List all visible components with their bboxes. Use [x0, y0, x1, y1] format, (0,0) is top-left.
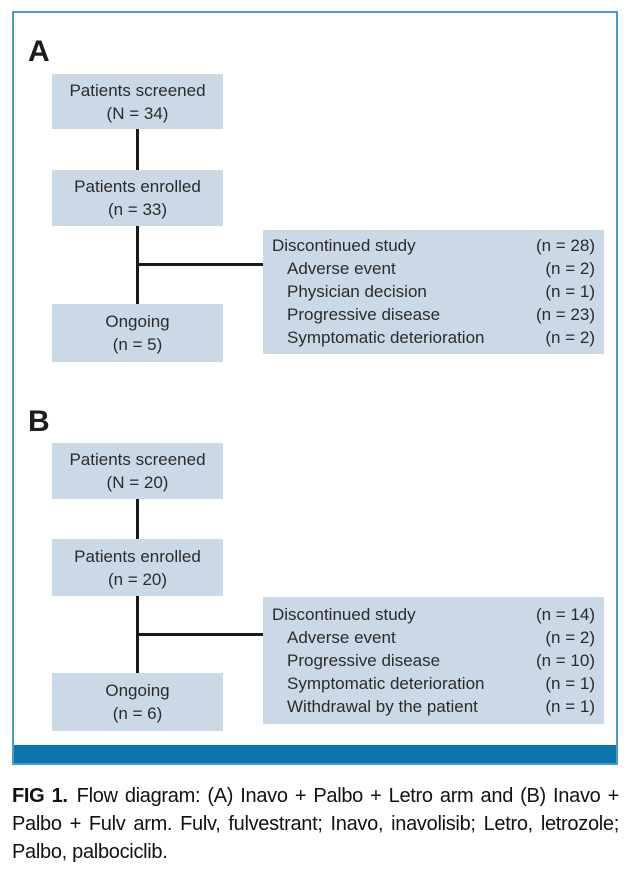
discontinued-row-label: Adverse event	[287, 628, 396, 647]
discontinued-row-label: Physician decision	[287, 282, 427, 301]
discontinued-row-count: (n = 1)	[545, 674, 595, 693]
discontinued-row-label: Discontinued study	[272, 605, 416, 624]
panel-b-screened-title: Patients screened	[69, 450, 206, 469]
discontinued-row: Progressive disease (n = 10)	[272, 649, 595, 672]
panel-a-enrolled-box: Patients enrolled (n = 33)	[52, 170, 223, 226]
figure-caption: FIG 1.Flow diagram: (A) Inavo + Palbo + …	[12, 782, 619, 866]
discontinued-row-count: (n = 14)	[535, 605, 595, 624]
panel-b-screened-box: Patients screened (N = 20)	[52, 443, 223, 499]
discontinued-row-label: Progressive disease	[287, 651, 441, 670]
panel-b-connector-enrolled-ongoing	[136, 596, 139, 673]
figure-caption-text: Flow diagram: (A) Inavo + Palbo + Letro …	[12, 785, 619, 863]
panel-a-screened-count: (N = 34)	[106, 103, 169, 123]
discontinued-row: Adverse event (n = 2)	[272, 626, 595, 649]
panel-a-connector-screened-enrolled	[136, 129, 139, 170]
figure-caption-label: FIG 1.	[12, 785, 68, 807]
discontinued-row-label: Symptomatic deterioration	[287, 674, 485, 693]
panel-a-screened-box: Patients screened (N = 34)	[52, 74, 223, 129]
discontinued-row-count: (n = 23)	[535, 305, 595, 324]
panel-a-ongoing-box: Ongoing (n = 5)	[52, 304, 223, 362]
discontinued-row-count: (n = 1)	[545, 697, 595, 716]
panel-b-enrolled-box: Patients enrolled (n = 20)	[52, 539, 223, 596]
panel-a-label: A	[28, 35, 50, 68]
panel-a-ongoing-count: (n = 5)	[112, 335, 163, 354]
discontinued-row: Withdrawal by the patient (n = 1)	[272, 695, 595, 718]
discontinued-row: Progressive disease (n = 23)	[272, 303, 595, 326]
panel-b-screened-count: (N = 20)	[106, 473, 169, 492]
panel-a-screened-title: Patients screened	[69, 80, 206, 100]
panel-b-enrolled-count: (n = 20)	[107, 569, 168, 589]
panel-a-enrolled-count: (n = 33)	[107, 200, 168, 219]
discontinued-row: Discontinued study (n = 14)	[272, 603, 595, 626]
panel-b-connector-screened-enrolled	[136, 499, 139, 539]
panel-b-ongoing-title: Ongoing	[105, 681, 170, 700]
panel-b-label: B	[28, 405, 50, 438]
panel-b-connector-branch-discontinued	[139, 633, 263, 636]
discontinued-row: Symptomatic deterioration (n = 2)	[272, 326, 595, 349]
panel-a-connector-enrolled-ongoing	[136, 226, 139, 304]
discontinued-row-count: (n = 2)	[545, 259, 595, 278]
discontinued-row-label: Adverse event	[287, 259, 396, 278]
discontinued-row-count: (n = 2)	[545, 328, 595, 347]
panel-a-connector-branch-discontinued	[139, 263, 263, 266]
discontinued-row-label: Progressive disease	[287, 305, 441, 324]
discontinued-row: Discontinued study (n = 28)	[272, 234, 595, 257]
panel-b-enrolled-title: Patients enrolled	[74, 546, 201, 566]
discontinued-row: Physician decision (n = 1)	[272, 280, 595, 303]
discontinued-row-count: (n = 2)	[545, 628, 595, 647]
panel-b-ongoing-count: (n = 6)	[112, 704, 163, 723]
discontinued-row-label: Withdrawal by the patient	[287, 697, 478, 716]
discontinued-row-count: (n = 1)	[545, 282, 595, 301]
figure-frame: A Patients screened (N = 34) Patients en…	[12, 11, 618, 765]
panel-a-enrolled-title: Patients enrolled	[74, 177, 201, 196]
discontinued-row-label: Symptomatic deterioration	[287, 328, 485, 347]
discontinued-row: Adverse event (n = 2)	[272, 257, 595, 280]
discontinued-row-label: Discontinued study	[272, 236, 416, 255]
figure-bottom-bar	[14, 745, 616, 763]
panel-a-discontinued-box: Discontinued study (n = 28) Adverse even…	[263, 230, 604, 354]
panel-a-ongoing-title: Ongoing	[105, 312, 170, 331]
discontinued-row: Symptomatic deterioration (n = 1)	[272, 672, 595, 695]
discontinued-row-count: (n = 28)	[535, 236, 595, 255]
panel-b-ongoing-box: Ongoing (n = 6)	[52, 673, 223, 731]
panel-b-discontinued-box: Discontinued study (n = 14) Adverse even…	[263, 597, 604, 724]
discontinued-row-count: (n = 10)	[535, 651, 595, 670]
